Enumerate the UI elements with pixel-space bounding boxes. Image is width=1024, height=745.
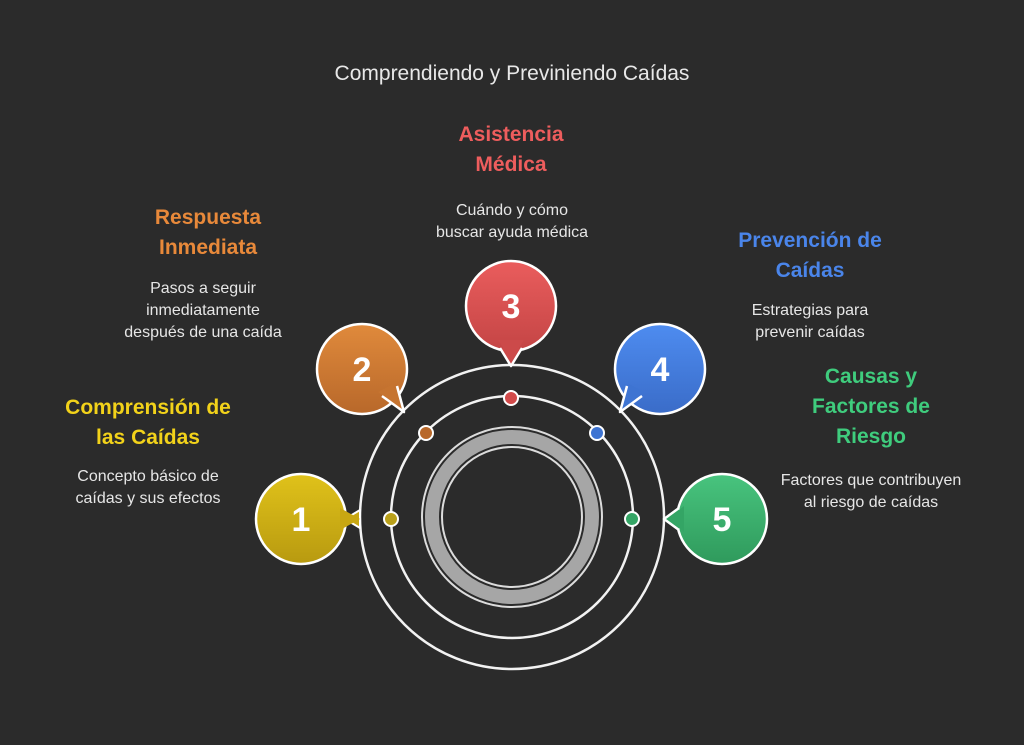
step-desc-4: Estrategias para prevenir caídas [751, 302, 869, 341]
step-title-4: Prevención de Caídas [738, 229, 882, 282]
step-desc-2: Pasos a seguir inmediatamente después de… [124, 280, 282, 341]
diagram-title: Comprendiendo y Previniendo Caídas [334, 62, 690, 85]
ring-dot-2 [418, 425, 434, 441]
bubble-5 [662, 472, 769, 566]
step-number-5: 5 [713, 501, 732, 539]
bubble-3 [464, 259, 558, 368]
step-title-5: Causas y Factores de Riesgo [812, 365, 930, 448]
inner-ring-inner-outline [441, 446, 583, 588]
step-title-2: Respuesta Inmediata [154, 206, 262, 259]
step-number-2: 2 [353, 351, 372, 389]
inner-ring-outline [421, 426, 603, 608]
bubble-4 [613, 322, 707, 416]
inner-ring-band [425, 430, 599, 604]
step-number-3: 3 [502, 288, 521, 326]
ring-dot-5 [624, 511, 640, 527]
step-desc-1: Concepto básico de caídas y sus efectos [75, 468, 221, 507]
bubble-2 [315, 322, 409, 416]
bubble-1 [254, 472, 361, 566]
step-number-4: 4 [651, 351, 670, 389]
step-title-1: Comprensión de las Caídas [65, 396, 231, 449]
ring-dot-3 [503, 390, 519, 406]
step-desc-3: Cuándo y cómo buscar ayuda médica [435, 202, 589, 241]
ring-dot-4 [589, 425, 605, 441]
ring-dot-1 [383, 511, 399, 527]
step-desc-5: Factores que contribuyen al riesgo de ca… [780, 472, 962, 511]
step-number-1: 1 [292, 501, 311, 539]
step-title-3: Asistencia Médica [458, 123, 564, 176]
outer-ring [358, 363, 666, 671]
